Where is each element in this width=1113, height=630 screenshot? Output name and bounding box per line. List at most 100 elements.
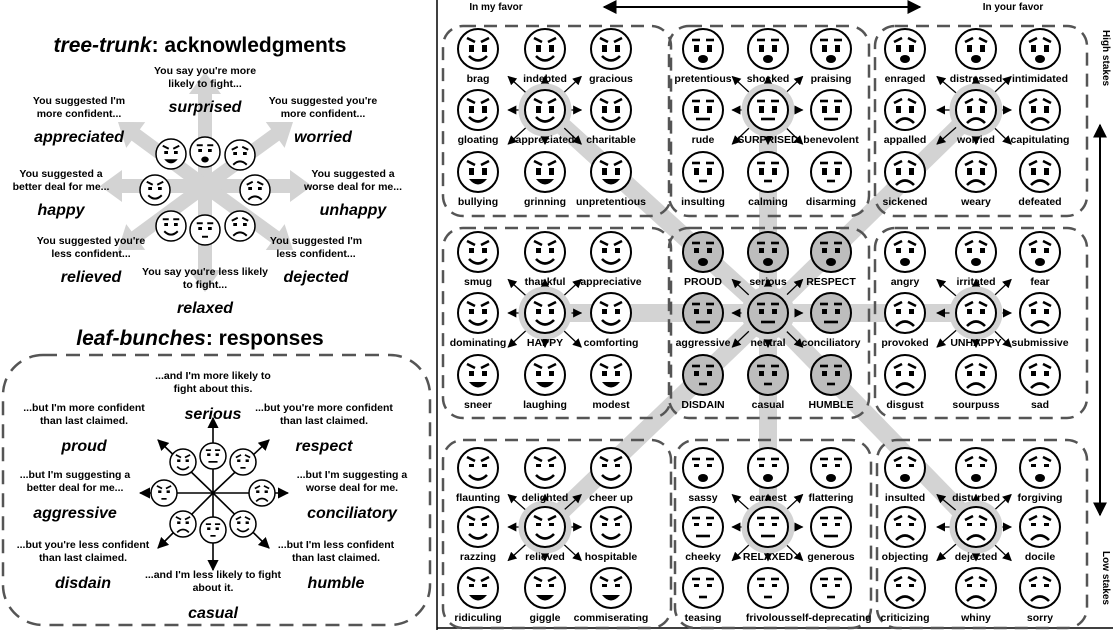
emotion-face-icon: [682, 231, 724, 273]
grid-cell-label: smug: [464, 276, 492, 288]
ack-label-line: You suggested I'm: [33, 95, 125, 107]
grid-cell-label: forgiving: [1018, 492, 1063, 504]
grid-cell-label: dominating: [450, 337, 507, 349]
emotion-face-icon: [810, 447, 852, 489]
ack-face-6: [189, 214, 221, 246]
ack-face-1: [189, 136, 221, 168]
grid-cell-label: calming: [748, 196, 788, 208]
grid-cell-charitable: charitable: [586, 89, 636, 146]
grid-cell-generous: generous: [807, 506, 855, 563]
emotion-face-icon: [884, 506, 926, 548]
emotion-face-icon: [810, 292, 852, 334]
emotion-face-icon: [747, 28, 789, 70]
grid-cell-disgust: disgust: [884, 354, 926, 411]
grid-cell-label: capitulating: [1011, 134, 1070, 146]
emotion-face-icon: [747, 354, 789, 396]
resp-label-line: ...and I'm more likely to: [155, 370, 271, 382]
emotion-face-icon: [590, 447, 632, 489]
ack-emotion-relaxed: relaxed: [177, 300, 234, 317]
ack-label-line: less confident...: [276, 248, 355, 260]
grid-cell-label: enraged: [885, 73, 926, 85]
emotion-face-icon: [747, 151, 789, 193]
grid-cell-shocked: shocked: [747, 28, 789, 85]
block-frame-8: [875, 438, 1089, 630]
emotion-face-icon: [682, 447, 724, 489]
emotion-face-icon: [884, 292, 926, 334]
grid-cell-label: SURPRISED: [737, 134, 799, 146]
grid-cell-label: fear: [1030, 276, 1049, 288]
grid-cell-label: RELAXED: [743, 551, 794, 563]
emotion-face-icon: [747, 292, 789, 334]
grid-cell-disarming: disarming: [806, 151, 856, 208]
grid-cell-label: praising: [811, 73, 852, 85]
grid-cell-label: gracious: [589, 73, 633, 85]
block-frame-2: [873, 24, 1089, 218]
resp-label-line: ...but you're more confident: [255, 402, 393, 414]
emotion-face-icon: [955, 354, 997, 396]
emotion-face-icon: [747, 447, 789, 489]
resp-label-line: fight about this.: [174, 383, 253, 395]
grid-cell-calming: calming: [747, 151, 789, 208]
grid-cell-sneer: sneer: [457, 354, 499, 411]
resp-face-3: [150, 479, 178, 507]
grid-cell-dominating: dominating: [450, 292, 507, 349]
grid-cell-label: criticizing: [880, 612, 929, 624]
grid-cell-label: sourpuss: [952, 399, 999, 411]
resp-label-line: ...but you're less confident: [17, 539, 150, 551]
resp-emotion-disdain: disdain: [55, 575, 111, 592]
grid-cell-label: weary: [960, 196, 991, 208]
resp-label-line: ...and I'm less likely to fight: [145, 569, 282, 581]
emotion-face-icon: [955, 151, 997, 193]
resp-label-line: ...but I'm suggesting a: [297, 469, 408, 481]
grid-cell-label: docile: [1025, 551, 1056, 563]
grid-cell-smug: smug: [457, 231, 499, 288]
block-frame-1: [667, 24, 871, 218]
grid-cell-relaxed: RELAXED: [743, 506, 794, 563]
emotion-face-icon: [884, 28, 926, 70]
resp-label-line: than last claimed.: [280, 415, 368, 427]
grid-cell-insulting: insulting: [681, 151, 725, 208]
ack-face-2: [224, 139, 256, 171]
emotion-face-icon: [457, 89, 499, 131]
block-frame-5: [873, 226, 1089, 420]
grid-cell-docile: docile: [1019, 506, 1061, 563]
grid-cell-appalled: appalled: [884, 89, 926, 146]
grid-cell-gloating: gloating: [457, 89, 499, 146]
grid-cell-unhappy: UNHAPPY: [950, 292, 1002, 349]
emotion-face-icon: [457, 354, 499, 396]
resp-dashed-frame: [1, 353, 432, 627]
emotion-face-icon: [884, 89, 926, 131]
grid-cell-benevolent: benevolent: [803, 89, 859, 146]
grid-cell-enraged: enraged: [884, 28, 926, 85]
resp-face-5: [169, 510, 197, 538]
resp-face-2: [229, 448, 257, 476]
resp-emotion-conciliatory: conciliatory: [307, 505, 398, 522]
grid-cell-aggressive: aggressive: [676, 292, 731, 349]
ack-label-line: You say you're less likely: [142, 266, 268, 278]
emotion-face-icon: [955, 292, 997, 334]
grid-cell-capitulating: capitulating: [1011, 89, 1070, 146]
grid-cell-label: brag: [467, 73, 490, 85]
grid-cell-humble: HUMBLE: [809, 354, 853, 411]
ack-label-line: You suggested a: [311, 168, 394, 180]
resp-face-6: [199, 516, 227, 544]
grid-cell-label: aggressive: [676, 337, 731, 349]
ack-label-line: You suggested you're: [269, 95, 378, 107]
grid-cell-label: worried: [956, 134, 995, 146]
grid-cell-dejected: dejected: [955, 506, 997, 563]
emotion-face-icon: [1019, 354, 1061, 396]
grid-cell-label: appreciative: [580, 276, 641, 288]
ack-emotion-unhappy: unhappy: [320, 202, 388, 219]
grid-cell-label: razzing: [460, 551, 496, 563]
ack-label-line: better deal for me...: [13, 181, 110, 193]
grid-cell-cheeky: cheeky: [682, 506, 724, 563]
emotion-face-icon: [810, 354, 852, 396]
grid-cell-criticizing: criticizing: [880, 567, 930, 624]
grid-cell-razzing: razzing: [457, 506, 499, 563]
